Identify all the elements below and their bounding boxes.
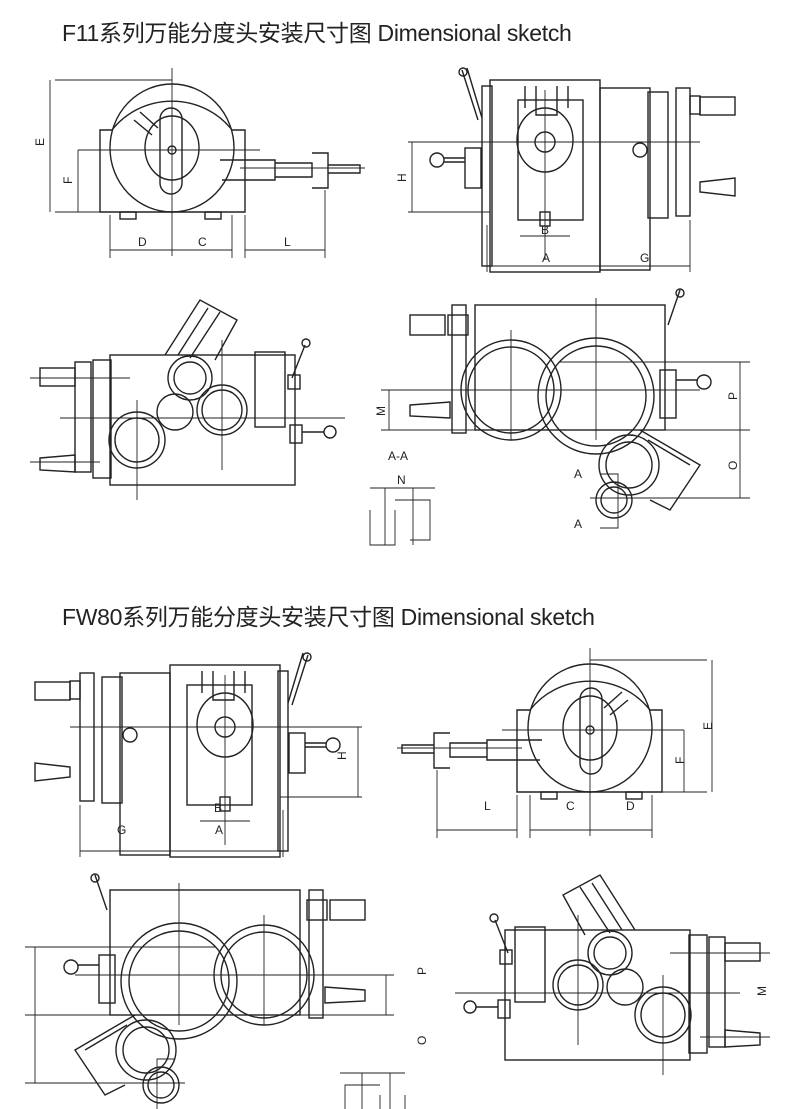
dim-label-m: M [374,406,388,416]
dim-label-a: A [215,823,223,837]
f11-side-view [407,67,736,273]
f11-rear-view [29,299,346,501]
section-marker-a-top: A [574,467,582,481]
dim-label-h: H [395,173,409,182]
dim-label-d: D [138,235,147,249]
dim-label-c: C [198,235,207,249]
dim-label-l: L [284,235,291,249]
dim-label-l: L [484,799,491,813]
dim-label-f: F [61,177,75,184]
dim-label-n: N [397,473,406,487]
dim-label-e: E [701,722,715,730]
dim-label-p: P [415,967,429,975]
fw80-top-view [454,874,771,1076]
dim-label-m: M [755,986,769,996]
dim-label-p: P [726,392,740,400]
dim-label-h: H [335,751,349,760]
dim-label-d: D [626,799,635,813]
f11-front-view [49,67,366,259]
dim-label-g: G [640,251,649,265]
fw80-front-view [396,647,713,839]
f11-top-view [369,288,751,546]
fw80-side-view [34,652,363,858]
dim-label-b: B [541,223,549,237]
section-marker-a-bottom: A [574,517,582,531]
dim-label-e: E [33,138,47,146]
dim-label-f: F [673,757,687,764]
fw80-rear-view [24,873,406,1109]
dim-label-b: B [214,801,222,815]
dim-label-g: G [117,823,126,837]
dim-label-c: C [566,799,575,813]
section-title-fw80: FW80系列万能分度头安装尺寸图 Dimensional sketch [62,604,595,630]
section-label-a-a: A-A [388,449,408,463]
dim-label-a: A [542,251,550,265]
section-title-f11: F11系列万能分度头安装尺寸图 Dimensional sketch [62,20,572,46]
dim-label-o: O [726,461,740,470]
dim-label-o: O [415,1036,429,1045]
